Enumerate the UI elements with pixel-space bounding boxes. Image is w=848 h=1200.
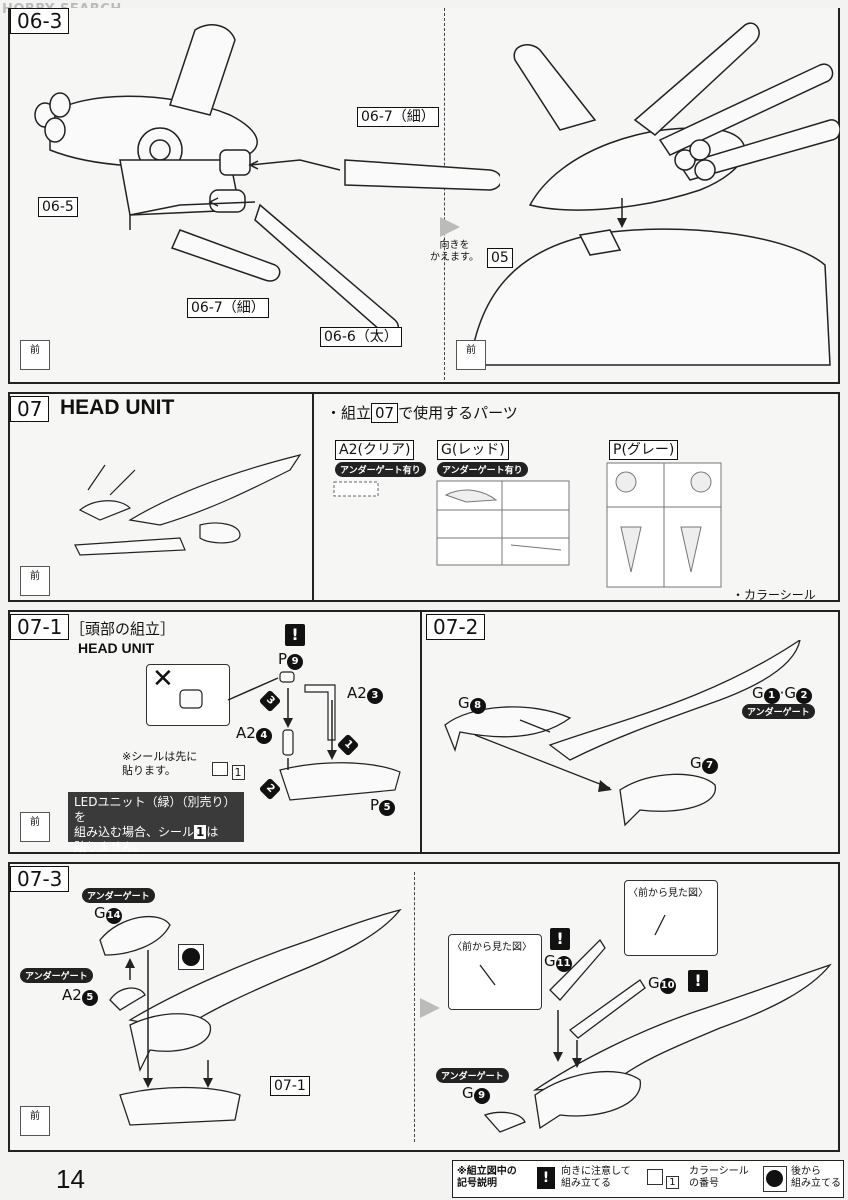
turn-arrow-icon: [440, 217, 460, 237]
step-07-3-label: 07-3: [10, 866, 70, 892]
assemble-later-icon: [178, 944, 204, 970]
part-06-7-lower: 06-7（細）: [187, 298, 269, 318]
step-07-1-drawing: [179, 671, 401, 801]
part-06-7-upper: 06-7（細）: [357, 107, 439, 127]
runner-p-label: P(グレー): [609, 440, 679, 460]
front-icon-07-3: 前: [20, 1106, 50, 1136]
step-07-head-unit-panel: [8, 392, 314, 602]
color-seal-note: ・カラーシール: [732, 588, 816, 602]
orientation-warning-icon: !: [285, 624, 305, 646]
legend-warning-icon: !: [537, 1167, 555, 1189]
page-number: 14: [56, 1164, 85, 1194]
step-07-3-right-drawing: [479, 914, 832, 1133]
step-3-marker: 3: [258, 688, 282, 713]
legend-item-3: 後から組み立てる: [791, 1166, 841, 1189]
undergate-badge-g9: アンダーゲート: [436, 1068, 509, 1083]
front-icon-06-3-left: 前: [20, 340, 50, 370]
part-g10-label: G10: [648, 974, 676, 994]
step-2-marker: 2: [258, 776, 282, 801]
step-07-3-left-drawing: [99, 908, 402, 1126]
seal-1-icon: 1: [212, 762, 245, 780]
legend-later-icon: [763, 1166, 787, 1192]
part-g14-label: G14: [94, 904, 122, 924]
cross-icon: ✕: [152, 664, 174, 694]
step-07-1-label: 07-1: [10, 614, 70, 640]
step-07-2-label: 07-2: [426, 614, 486, 640]
runner-a2-badge: アンダーゲート有り: [335, 462, 426, 477]
part-06-5: 06-5: [38, 197, 78, 217]
turn-note: 向きをかえます。: [430, 240, 479, 263]
step-07-2-drawing: [444, 640, 801, 827]
part-06-6: 06-6（太）: [320, 327, 402, 347]
step-07-title: HEAD UNIT: [60, 396, 175, 419]
ref-07-1: 07-1: [270, 1076, 310, 1096]
step-1-marker: 1: [336, 732, 360, 757]
front-view-caption-1: 〈前から見た図〉: [452, 942, 532, 953]
step-06-3-left-drawing: [34, 24, 500, 335]
undergate-badge-07-2: アンダーゲート: [742, 704, 815, 719]
orientation-warning-g11-icon: !: [550, 928, 570, 950]
legend-title: ※組立図中の記号説明: [457, 1166, 517, 1189]
runner-g-image: [436, 480, 570, 566]
symbol-legend: ※組立図中の記号説明 ! 向きに注意して組み立てる 1 カラーシールの番号 後か…: [452, 1160, 844, 1198]
legend-seal-icon: 1: [647, 1169, 679, 1189]
runner-g-label: G(レッド): [437, 440, 509, 460]
step-07-label: 07: [10, 396, 50, 422]
runner-a2-label: A2(クリア): [335, 440, 415, 460]
seal-note: ※シールは先に貼ります。: [122, 750, 198, 777]
step-06-3-label: 06-3: [10, 8, 70, 34]
turn-arrow-07-3-icon: [420, 998, 440, 1018]
undergate-badge-g14: アンダーゲート: [82, 888, 155, 903]
panel-divider: [444, 8, 446, 380]
step-06-3-right-drawing: [469, 22, 840, 366]
runner-p-image: [606, 462, 722, 588]
orientation-warning-g10-icon: !: [688, 970, 708, 992]
step-07-1-subtitle: ［頭部の組立］: [70, 620, 176, 638]
front-icon-07-1: 前: [20, 812, 50, 842]
legend-item-1: 向きに注意して組み立てる: [561, 1166, 631, 1189]
runner-g-badge: アンダーゲート有り: [437, 462, 528, 477]
step-07-drawing: [74, 454, 302, 556]
front-view-caption-2: 〈前から見た図〉: [628, 888, 708, 899]
step-07-1-title: HEAD UNIT: [78, 640, 155, 656]
front-icon-07: 前: [20, 566, 50, 596]
front-view-inset-2: [624, 880, 718, 956]
panel-07-3-divider: [414, 872, 416, 1142]
front-view-inset-1: [448, 934, 542, 1010]
step-07-parts-panel: [314, 392, 840, 602]
legend-item-2: カラーシールの番号: [689, 1166, 749, 1189]
front-icon-06-3-right: 前: [456, 340, 486, 370]
undergate-badge-a25: アンダーゲート: [20, 968, 93, 983]
part-g11-label: G11: [544, 952, 572, 972]
runner-a2-image: [333, 481, 379, 497]
part-05: 05: [487, 248, 513, 268]
